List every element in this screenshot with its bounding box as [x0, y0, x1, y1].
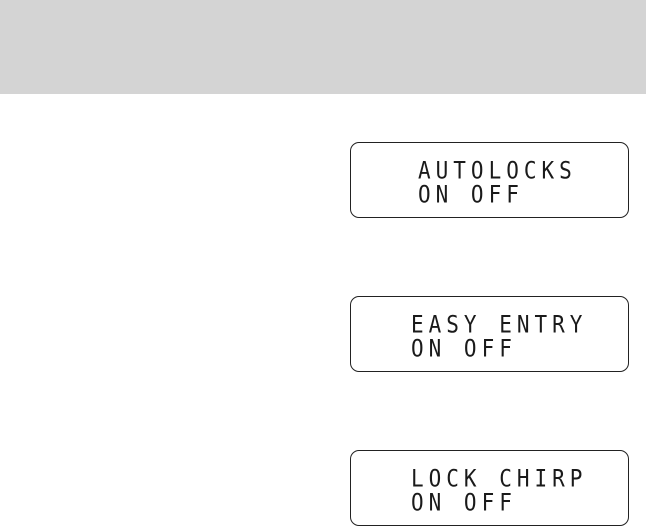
lcd-line-title: LOCK CHIRP: [411, 466, 587, 491]
lcd-line-options: ON OFF: [411, 490, 517, 515]
lcd-line-options: ON OFF: [418, 182, 524, 207]
lcd-line-title: EASY ENTRY: [411, 312, 587, 337]
lcd-display-lock-chirp: LOCK CHIRP ON OFF: [350, 450, 629, 526]
header-band: [0, 0, 646, 94]
lcd-line-title: AUTOLOCKS: [418, 158, 577, 183]
lcd-line-options: ON OFF: [411, 336, 517, 361]
lcd-display-easy-entry: EASY ENTRY ON OFF: [350, 296, 629, 372]
lcd-display-autolocks: AUTOLOCKS ON OFF: [350, 142, 629, 218]
